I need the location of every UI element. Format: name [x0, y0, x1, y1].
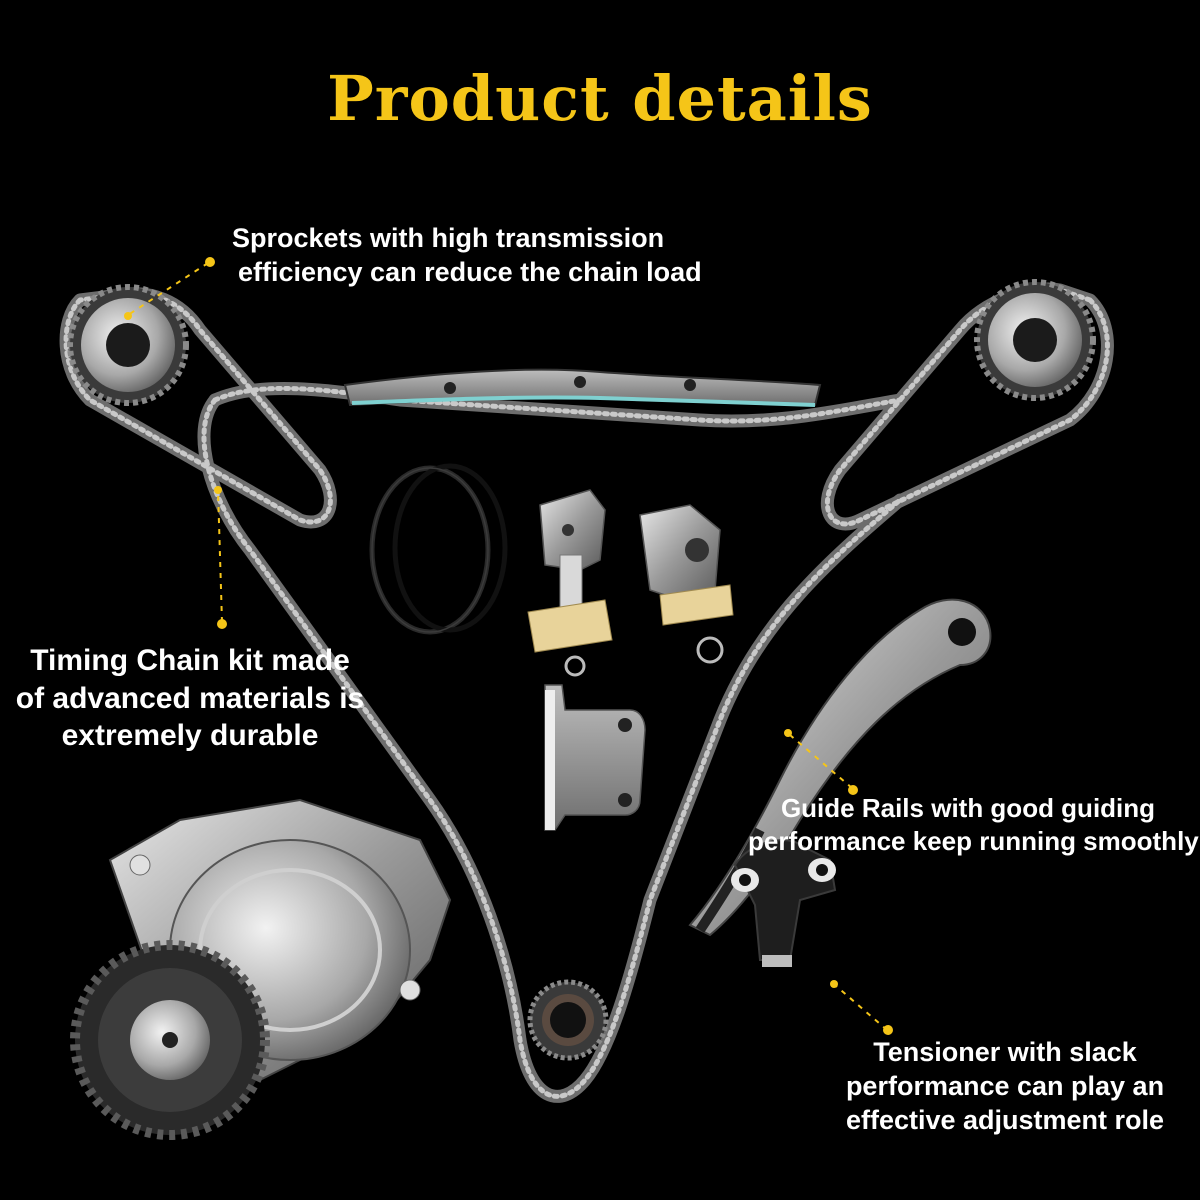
callout-line: Tensioner with slack: [873, 1037, 1137, 1067]
callout-line: Timing Chain kit made: [30, 644, 350, 677]
callout-line: extremely durable: [61, 719, 319, 752]
lower-tensioner-icon: [731, 839, 837, 967]
callout-line: efficiency can reduce the chain load: [238, 256, 702, 287]
water-pump-icon: [70, 798, 452, 1140]
callout-line: of advanced materials is: [15, 681, 365, 715]
callout-sprockets: Sprockets with high transmission efficie…: [232, 222, 702, 290]
callout-line: Sprockets with high transmission: [232, 223, 665, 253]
timing-chain-icon: [59, 282, 1114, 1103]
callout-line: Guide Rails with good guiding: [780, 793, 1156, 823]
right-cam-sprocket-icon: [974, 279, 1096, 401]
callout-line: performance keep running smoothly: [748, 825, 1199, 856]
callout-tensioner: Tensioner with slack performance can pla…: [830, 1036, 1180, 1137]
o-ring-icon: [369, 463, 508, 635]
callout-dots: [124, 257, 893, 1035]
guide-plate-icon: [544, 684, 646, 831]
left-cam-sprocket-icon: [67, 284, 189, 406]
callout-timing-chain: Timing Chain kit made of advanced materi…: [14, 642, 366, 755]
callout-line: performance can play an: [845, 1070, 1165, 1101]
tensioner-right-icon: [639, 504, 734, 664]
tensioner-left-icon: [527, 489, 613, 677]
upper-guide-rail-icon: [343, 368, 822, 407]
page-title: Product details: [327, 62, 873, 135]
crank-sprocket-icon: [527, 979, 609, 1061]
callout-pointers: [127, 262, 888, 1031]
callout-line: effective adjustment role: [845, 1104, 1165, 1135]
callout-guide-rails: Guide Rails with good guiding performanc…: [748, 792, 1199, 857]
